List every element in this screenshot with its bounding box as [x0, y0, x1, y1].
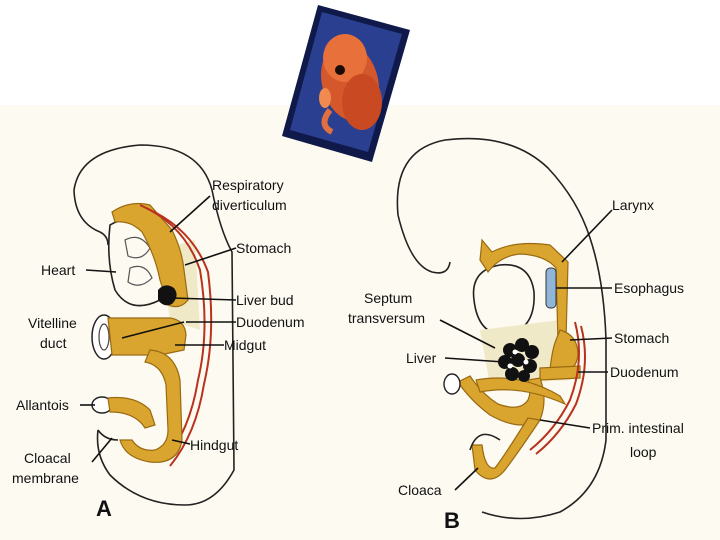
liver-mass	[498, 338, 539, 382]
label-stomach-a: Stomach	[236, 240, 291, 256]
panel-letter-b: B	[444, 508, 460, 533]
label-stomach-b: Stomach	[614, 330, 669, 346]
label-duodenum-b: Duodenum	[610, 364, 679, 380]
label-cloacal-line2: membrane	[12, 470, 79, 486]
label-vitelline-line2: duct	[40, 335, 67, 351]
label-respiratory-line1: Respiratory	[212, 177, 284, 193]
label-liver: Liver	[406, 350, 437, 366]
label-vitelline-line1: Vitelline	[28, 315, 77, 331]
label-allantois: Allantois	[16, 397, 69, 413]
label-heart: Heart	[41, 262, 75, 278]
panel-b-labels: Larynx Septum transversum Esophagus Stom…	[348, 197, 684, 533]
panel-a-leaders	[80, 195, 237, 463]
label-respiratory-line2: diverticulum	[212, 197, 287, 213]
embryo-photo	[282, 5, 410, 162]
label-midgut: Midgut	[224, 337, 266, 353]
label-hindgut: Hindgut	[190, 437, 238, 453]
label-prim-loop-line2: loop	[630, 444, 657, 460]
label-duodenum-a: Duodenum	[236, 314, 305, 330]
label-prim-loop-line1: Prim. intestinal	[592, 420, 684, 436]
label-cloaca: Cloaca	[398, 482, 442, 498]
label-esophagus: Esophagus	[614, 280, 684, 296]
panel-b-drawing	[396, 137, 607, 520]
label-larynx: Larynx	[612, 197, 654, 213]
panel-a-labels: Respiratory diverticulum Stomach Heart L…	[12, 177, 305, 521]
label-cloacal-line1: Cloacal	[24, 450, 71, 466]
panel-letter-a: A	[96, 496, 112, 521]
label-liver-bud: Liver bud	[236, 292, 294, 308]
label-septum-line1: Septum	[364, 290, 412, 306]
label-septum-line2: transversum	[348, 310, 425, 326]
panel-b-leaders	[439, 209, 613, 491]
